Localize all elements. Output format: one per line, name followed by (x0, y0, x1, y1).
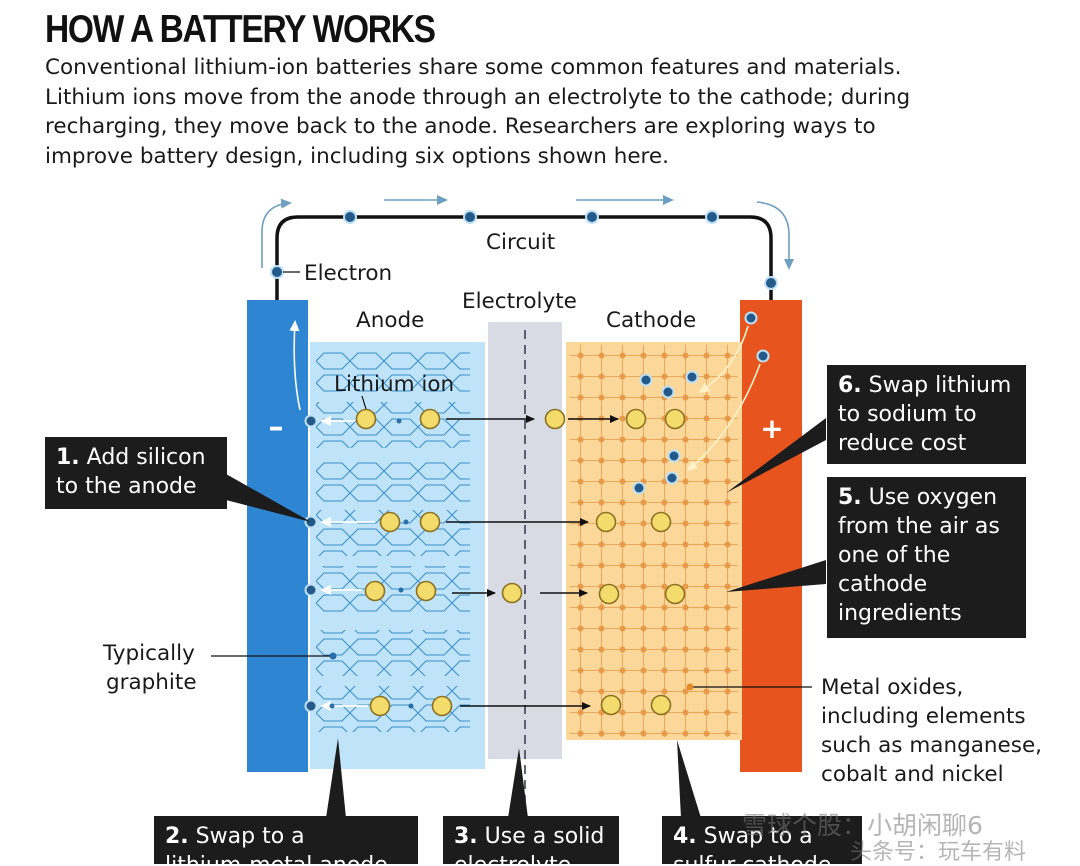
circuit-wire (275, 215, 773, 300)
lithium-ion-icon (650, 511, 672, 533)
option-text: reduce cost (838, 431, 967, 456)
lithium-ion-icon (650, 694, 672, 716)
metal-oxides-label: Metal oxides, including elements such as… (821, 675, 1049, 787)
electron-label: Electron (304, 261, 392, 286)
electron-path-anode (289, 320, 301, 411)
cathode-label: Cathode (606, 308, 696, 333)
option-4-callout: 4. Swap to a sulfur cathode (662, 816, 862, 864)
typically-graphite-label: Typically graphite (102, 641, 202, 695)
option-text: Add silicon (86, 445, 206, 470)
option-number: 6. (838, 373, 862, 398)
electron-flow-arrow-left (261, 198, 292, 268)
option-text: lithium-metal anode (165, 851, 407, 864)
intro-line: improve battery design, including six op… (45, 143, 669, 169)
option-6-callout: 6. Swap lithium to sodium to reduce cost (827, 365, 1026, 464)
lithium-ion-icon (595, 511, 617, 533)
anode-label: Anode (356, 308, 424, 333)
option-text: ingredients (838, 601, 962, 626)
electrolyte-label: Electrolyte (462, 289, 577, 314)
lithium-ion-icon (664, 583, 686, 605)
lithium-ion-label: Lithium ion (334, 372, 454, 397)
option-3-callout: 3. Use a solid electrolyte (443, 816, 619, 864)
circuit-electrons (270, 210, 778, 290)
lithium-ion-icon (501, 582, 523, 604)
option-number: 5. (838, 485, 862, 510)
watermark-line-1: 雪球个股：小胡闲聊6 (742, 811, 983, 840)
lithium-ion-icon (369, 695, 391, 717)
anode-inner-dots (329, 418, 414, 709)
option-text: Swap lithium (868, 373, 1012, 398)
electron-path-cathode-1 (698, 325, 749, 394)
electron-flow-arrow-right (756, 201, 794, 270)
option-number: 1. (56, 445, 80, 470)
option-5-callout: 5. Use oxygen from the air as one of the… (827, 477, 1026, 638)
option-number: 2. (165, 824, 189, 849)
option-2-callout: 2. Swap to a lithium-metal anode (154, 816, 418, 864)
lithium-ion-icon (419, 511, 441, 533)
callout-pointers (226, 418, 826, 818)
option-text: cathode (838, 572, 928, 597)
lithium-ion-icon (419, 408, 441, 430)
cathode-terminal (740, 300, 802, 772)
option-text: Use oxygen (868, 485, 998, 510)
option-text: one of the (838, 543, 951, 568)
option-number: 4. (673, 824, 697, 849)
option-text: from the air as (838, 514, 1000, 539)
minus-sign: – (269, 410, 284, 445)
lithium-ion-icon (598, 583, 620, 605)
cathode-electrons (632, 311, 770, 495)
option-text: sulfur cathode (673, 851, 851, 864)
lithium-ion-icon (355, 408, 377, 430)
option-text: electrolyte (454, 851, 608, 864)
lithium-ion-icon (625, 408, 647, 430)
ion-flow-arrows (446, 415, 619, 710)
intro-line: Lithium ions move from the anode through… (45, 84, 911, 110)
page-title: HOW A BATTERY WORKS (45, 8, 436, 51)
option-text: to the anode (56, 474, 197, 499)
lithium-ion-icon (415, 580, 437, 602)
graphite-layers (316, 348, 470, 732)
intro-line: Conventional lithium-ion batteries share… (45, 55, 902, 80)
lithium-ion-icon (600, 694, 622, 716)
anode-terminal (247, 300, 308, 772)
lithium-ion-icon (544, 408, 566, 430)
lithium-ions (355, 408, 686, 717)
lithium-ion-icon (364, 580, 386, 602)
option-number: 3. (454, 824, 478, 849)
option-text: Swap to a (195, 824, 305, 849)
option-text: Swap to a (703, 824, 813, 849)
intro-line: recharging, they move back to the anode.… (45, 114, 876, 139)
option-1-callout: 1. Add silicon to the anode (45, 437, 227, 509)
circuit-label: Circuit (486, 230, 555, 255)
option-text: Use a solid (484, 824, 605, 849)
lithium-ion-icon (379, 511, 401, 533)
option-text: to sodium to (838, 402, 977, 427)
watermark-line-2: 头条号：玩车有料 (850, 840, 1027, 865)
intro-paragraph: Conventional lithium-ion batteries share… (45, 53, 1055, 171)
lithium-ion-icon (664, 408, 686, 430)
electron-path-cathode-2 (686, 363, 761, 472)
lithium-ion-icon (431, 695, 453, 717)
plus-sign: + (760, 412, 783, 445)
